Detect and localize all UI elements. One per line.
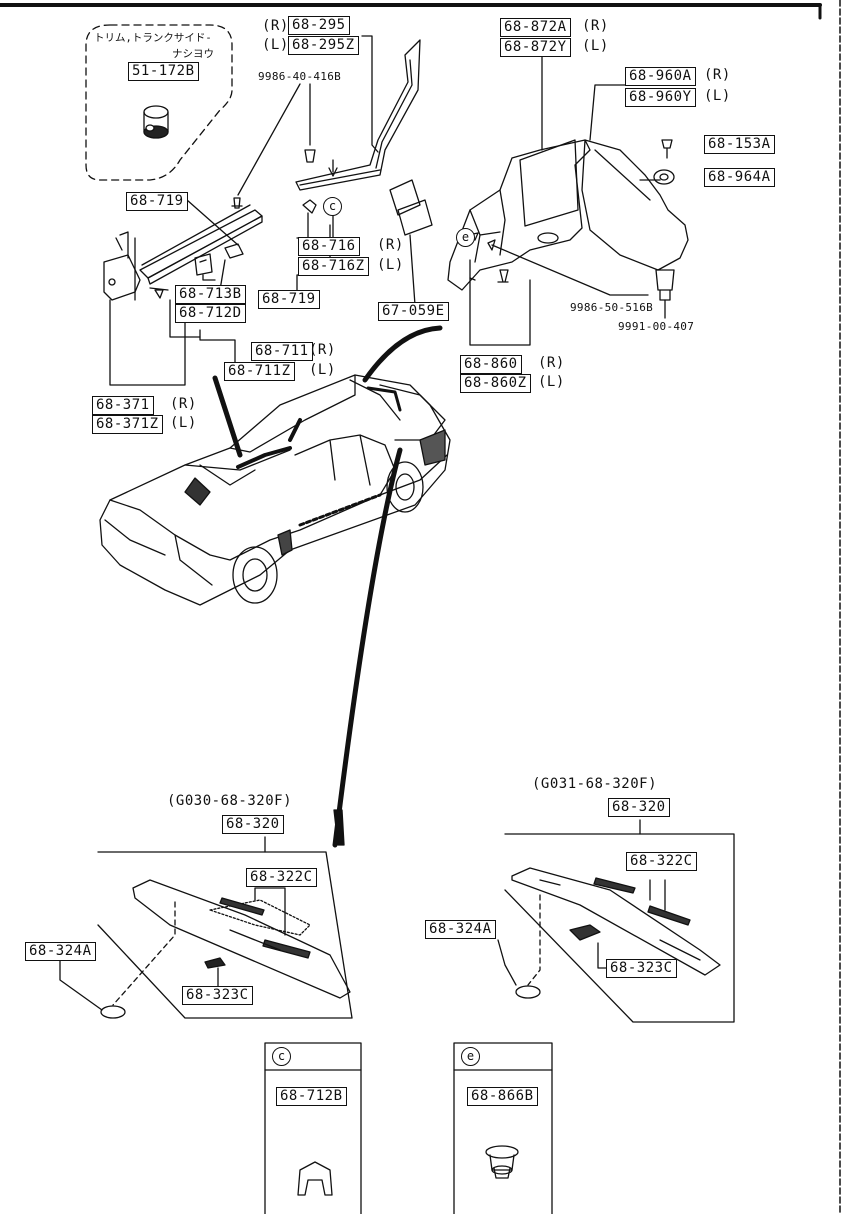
label-68-860: 68-860 xyxy=(460,355,522,374)
label-68-872y: 68-872Y xyxy=(500,38,571,57)
side-trim-68-960 xyxy=(581,139,689,271)
side-r-295: (R) xyxy=(262,18,289,34)
label-67-059e: 67-059E xyxy=(378,302,449,321)
trim-note-line1: トリム,トランクサイド- xyxy=(94,32,212,44)
label-68-719-a: 68-719 xyxy=(126,192,188,211)
label-68-295: 68-295 xyxy=(288,16,350,35)
label-68-866b: 68-866B xyxy=(467,1087,538,1106)
label-68-716z: 68-716Z xyxy=(298,257,369,276)
detail-box-e xyxy=(453,1042,553,1214)
note-bubble xyxy=(85,24,233,181)
car-illustration xyxy=(99,374,451,606)
label-68-964a: 68-964A xyxy=(704,168,775,187)
label-68-322c-b: 68-322C xyxy=(626,852,697,871)
label-68-719-b: 68-719 xyxy=(258,290,320,309)
label-68-860z: 68-860Z xyxy=(460,374,531,393)
side-r-711: (R) xyxy=(309,342,336,358)
label-68-872a: 68-872A xyxy=(500,18,571,37)
label-68-295z: 68-295Z xyxy=(288,36,359,55)
pillar-trim-68-295 xyxy=(295,35,421,191)
side-l-371: (L) xyxy=(170,415,197,431)
code-g030: (G030-68-320F) xyxy=(167,793,293,809)
side-r-960: (R) xyxy=(704,67,731,83)
scuff-plate xyxy=(139,204,263,285)
label-68-960y: 68-960Y xyxy=(625,88,696,107)
label-68-716: 68-716 xyxy=(298,237,360,256)
label-68-320-b: 68-320 xyxy=(608,798,670,817)
label-68-320-a: 68-320 xyxy=(222,815,284,834)
clip-68-712b xyxy=(297,1161,333,1196)
label-68-371z: 68-371Z xyxy=(92,415,163,434)
side-l-960: (L) xyxy=(704,88,731,104)
side-l-872: (L) xyxy=(582,38,609,54)
label-68-324a-b: 68-324A xyxy=(425,920,496,939)
grommet-68-866b xyxy=(485,1145,519,1179)
side-l-295: (L) xyxy=(262,37,289,53)
label-68-324a-a: 68-324A xyxy=(25,942,96,961)
side-l-711: (L) xyxy=(309,362,336,378)
side-r-860: (R) xyxy=(538,355,565,371)
package-tray-left xyxy=(97,851,353,1019)
label-68-153a: 68-153A xyxy=(704,135,775,154)
label-9986-50-516b: 9986-50-516B xyxy=(570,301,654,314)
label-68-711: 68-711 xyxy=(251,342,313,361)
label-68-711z: 68-711Z xyxy=(224,362,295,381)
label-68-322c-a: 68-322C xyxy=(246,868,317,887)
detail-box-c xyxy=(264,1042,362,1214)
side-r-872: (R) xyxy=(582,18,609,34)
label-68-713b: 68-713B xyxy=(175,285,246,304)
label-9986-40-416b: 9986-40-416B xyxy=(258,70,342,83)
label-9991-00-407: 9991-00-407 xyxy=(618,320,695,333)
label-51-172b: 51-172B xyxy=(128,62,199,81)
side-r-371: (R) xyxy=(170,396,197,412)
label-68-323c-b: 68-323C xyxy=(606,959,677,978)
trunk-side-trim xyxy=(447,139,591,291)
side-l-716: (L) xyxy=(377,257,404,273)
label-68-712d: 68-712D xyxy=(175,304,246,323)
ref-e-marker: e xyxy=(456,228,475,247)
side-l-860: (L) xyxy=(538,374,565,390)
label-68-712b: 68-712B xyxy=(276,1087,347,1106)
package-tray-right xyxy=(504,833,735,1023)
trim-note-line2: ナシヨウ xyxy=(172,48,214,60)
side-r-716: (R) xyxy=(377,237,404,253)
ref-c-marker: c xyxy=(323,197,342,216)
label-68-960a: 68-960A xyxy=(625,67,696,86)
ref-c-detail-header: c xyxy=(272,1047,291,1066)
ref-e-detail-header: e xyxy=(461,1047,480,1066)
label-68-371: 68-371 xyxy=(92,396,154,415)
plug-51-172b xyxy=(143,105,169,139)
label-68-323c-a: 68-323C xyxy=(182,986,253,1005)
code-g031: (G031-68-320F) xyxy=(532,776,658,792)
